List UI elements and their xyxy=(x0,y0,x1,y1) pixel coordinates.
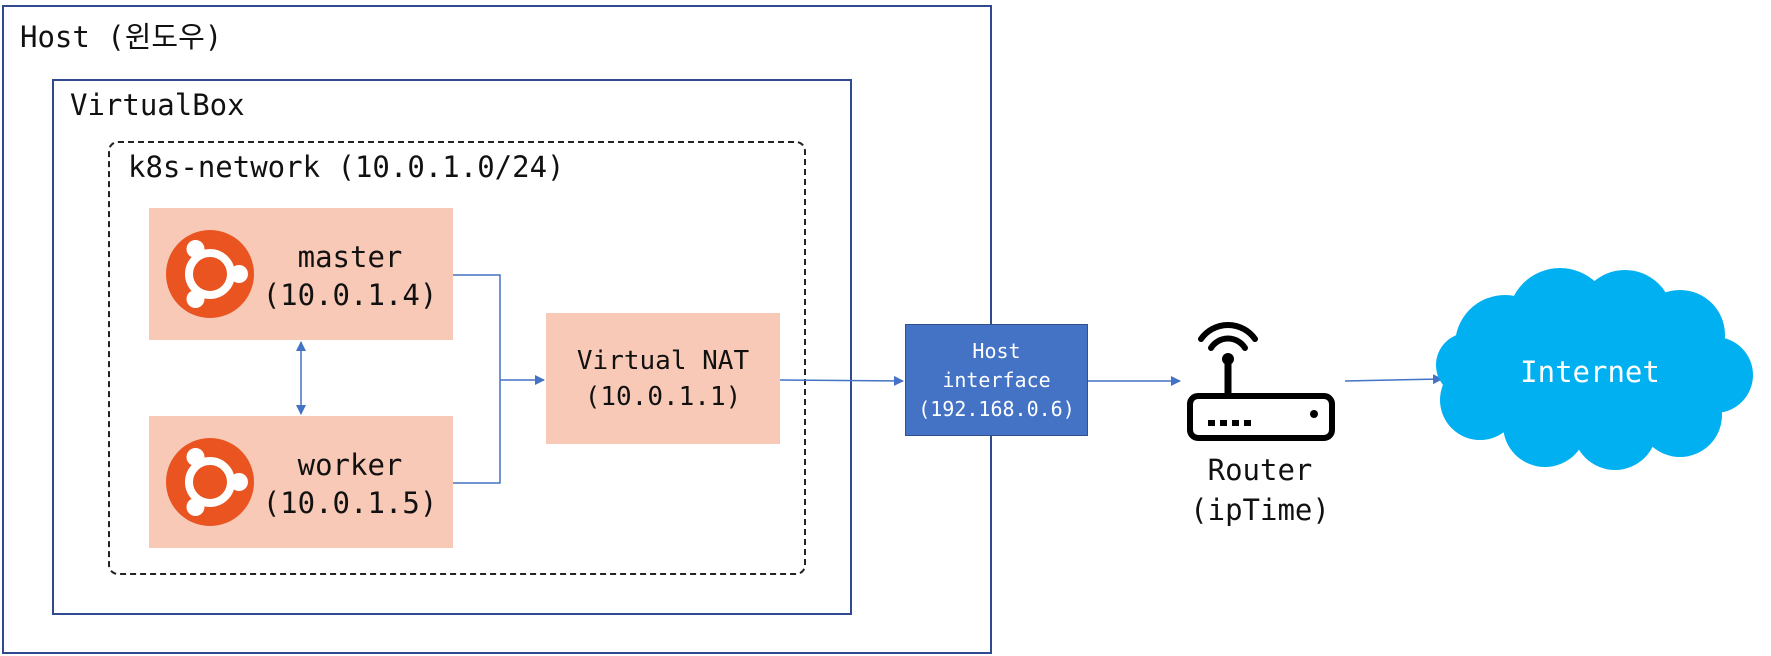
master-node: master (10.0.1.4) xyxy=(149,208,453,340)
internet-label: Internet xyxy=(1520,355,1660,389)
master-name: master xyxy=(297,240,403,274)
worker-ip: (10.0.1.5) xyxy=(262,486,438,520)
virtualbox-label: VirtualBox xyxy=(70,88,245,122)
k8s-network-container xyxy=(108,141,806,575)
nat-name: Virtual NAT xyxy=(576,345,750,376)
router-wifi-icon xyxy=(1187,321,1335,441)
router-label: Router (ipTime) xyxy=(1160,450,1360,530)
host-interface-ip: (192.168.0.6) xyxy=(918,396,1075,421)
host-interface-node: Host interface (192.168.0.6) xyxy=(905,324,1088,436)
ubuntu-logo-icon xyxy=(166,230,254,318)
host-interface-line2: interface xyxy=(942,367,1051,392)
router-to-internet-arrow xyxy=(1344,374,1443,385)
router-name: Router xyxy=(1207,453,1313,487)
master-ip: (10.0.1.4) xyxy=(262,278,438,312)
nat-ip: (10.0.1.1) xyxy=(584,381,742,412)
worker-node: worker (10.0.1.5) xyxy=(149,416,453,548)
virtual-nat-node: Virtual NAT (10.0.1.1) xyxy=(546,313,780,444)
router-brand: (ipTime) xyxy=(1190,493,1330,527)
host-interface-line1: Host xyxy=(972,338,1021,363)
ubuntu-logo-icon xyxy=(166,438,254,526)
worker-name: worker xyxy=(297,448,403,482)
virtualbox-container xyxy=(52,79,852,615)
host-label: Host (윈도우) xyxy=(20,20,223,54)
k8s-network-label: k8s-network (10.0.1.0/24) xyxy=(128,150,565,184)
